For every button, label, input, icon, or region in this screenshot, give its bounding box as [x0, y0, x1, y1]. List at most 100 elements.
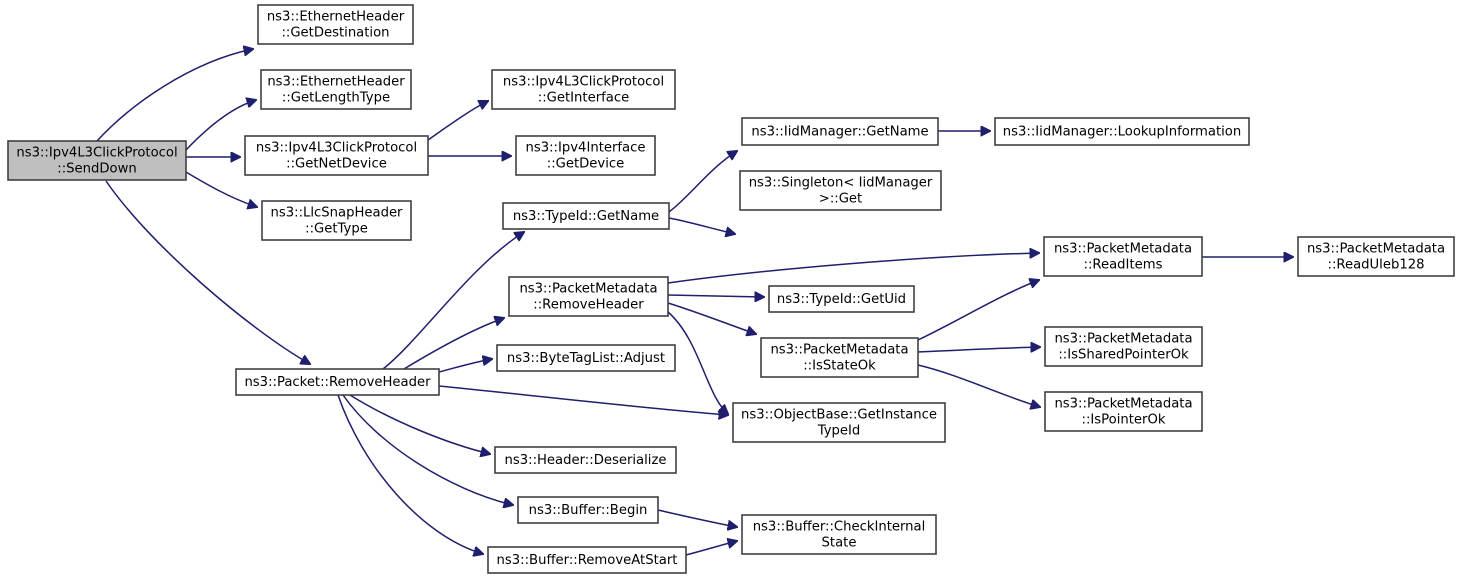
edge-pm_remove_header-to-typeid_get_uid — [667, 295, 764, 297]
node-box-pm_read_uleb128[interactable] — [1297, 236, 1455, 277]
node-box-iid_get_name[interactable] — [741, 117, 939, 146]
node-label-pm_is_state_ok: ns3::PacketMetadata — [770, 343, 908, 358]
node-label-buffer_check_internal_state: ns3::Buffer::CheckInternal — [753, 520, 926, 535]
node-box-pm_is_state_ok[interactable] — [760, 337, 919, 378]
node-box-eth_get_length_type[interactable] — [260, 69, 412, 110]
node-label-ipv4_get_device: ns3::Ipv4Interface — [525, 141, 645, 156]
edge-packet_remove_header-to-buffer_begin — [342, 394, 513, 505]
edge-layer — [96, 49, 1293, 556]
node-pm_remove_header[interactable]: ns3::PacketMetadata::RemoveHeader — [508, 276, 669, 317]
node-packet_remove_header[interactable]: ns3::Packet::RemoveHeader — [235, 368, 440, 396]
node-box-send_down[interactable] — [7, 140, 187, 181]
node-get_interface[interactable]: ns3::Ipv4L3ClickProtocol::GetInterface — [491, 69, 676, 110]
node-llc_get_type[interactable]: ns3::LlcSnapHeader::GetType — [261, 200, 412, 241]
edge-typeid_get_name-to-singleton_get — [668, 217, 735, 234]
node-label-pm_read_uleb128: ::ReadUleb128 — [1328, 258, 1425, 273]
node-box-object_base_get_instance_typeid[interactable] — [732, 402, 946, 443]
node-label-pm_remove_header: ::RemoveHeader — [533, 298, 644, 313]
node-pm_is_pointer_ok[interactable]: ns3::PacketMetadata::IsPointerOk — [1044, 391, 1203, 432]
node-buffer_begin[interactable]: ns3::Buffer::Begin — [517, 496, 659, 524]
node-box-pm_remove_header[interactable] — [508, 276, 669, 317]
edge-pm_remove_header-to-object_base_get_instance_typeid — [667, 311, 728, 414]
node-label-buffer_check_internal_state: State — [822, 536, 857, 551]
node-label-pm_read_items: ::ReadItems — [1084, 258, 1163, 273]
node-label-pm_is_shared_pointer_ok: ns3::PacketMetadata — [1054, 332, 1192, 347]
node-box-buffer_begin[interactable] — [517, 496, 659, 524]
node-label-send_down: ::SendDown — [57, 162, 136, 177]
node-label-singleton_get: ns3::Singleton< IidManager — [749, 176, 933, 191]
node-label-pm_is_pointer_ok: ns3::PacketMetadata — [1054, 397, 1192, 412]
node-label-pm_is_pointer_ok: ::IsPointerOk — [1082, 413, 1166, 428]
node-label-packet_remove_header: ns3::Packet::RemoveHeader — [244, 375, 431, 390]
node-box-llc_get_type[interactable] — [261, 200, 412, 241]
node-get_net_device[interactable]: ns3::Ipv4L3ClickProtocol::GetNetDevice — [244, 135, 429, 176]
edge-pm_is_state_ok-to-pm_read_items — [917, 280, 1039, 341]
node-pm_read_uleb128[interactable]: ns3::PacketMetadata::ReadUleb128 — [1297, 236, 1455, 277]
node-box-pm_read_items[interactable] — [1043, 236, 1203, 277]
node-box-typeid_get_name[interactable] — [502, 202, 670, 230]
edge-packet_remove_header-to-header_deserialize — [349, 394, 490, 454]
node-lookup_information[interactable]: ns3::IidManager::LookupInformation — [994, 117, 1250, 146]
node-label-ipv4_get_device: ::GetDevice — [547, 157, 625, 172]
edge-get_net_device-to-get_interface — [427, 101, 488, 141]
node-box-header_deserialize[interactable] — [494, 446, 677, 474]
edge-packet_remove_header-to-buffer_remove_at_start — [337, 394, 483, 554]
node-box-buffer_remove_at_start[interactable] — [487, 546, 687, 574]
node-label-llc_get_type: ::GetType — [305, 222, 368, 237]
node-box-eth_get_destination[interactable] — [257, 4, 414, 45]
edge-packet_remove_header-to-pm_remove_header — [403, 318, 504, 370]
node-box-get_interface[interactable] — [491, 69, 676, 110]
node-label-buffer_begin: ns3::Buffer::Begin — [529, 503, 648, 518]
node-label-typeid_get_uid: ns3::TypeId::GetUid — [777, 292, 906, 307]
node-label-get_interface: ::GetInterface — [538, 91, 629, 106]
node-box-ipv4_get_device[interactable] — [515, 135, 656, 176]
node-label-get_net_device: ::GetNetDevice — [286, 157, 387, 172]
edge-buffer_begin-to-buffer_check_internal_state — [657, 509, 737, 527]
edge-packet_remove_header-to-object_base_get_instance_typeid — [438, 385, 728, 415]
node-label-pm_read_items: ns3::PacketMetadata — [1054, 242, 1192, 257]
edge-send_down-to-eth_get_destination — [96, 49, 253, 142]
edge-buffer_remove_at_start-to-buffer_check_internal_state — [685, 541, 737, 556]
node-iid_get_name[interactable]: ns3::IidManager::GetName — [741, 117, 939, 146]
node-box-packet_remove_header[interactable] — [235, 368, 440, 396]
node-box-bytetaglist_adjust[interactable] — [496, 344, 676, 372]
edge-pm_is_state_ok-to-pm_is_shared_pointer_ok — [917, 347, 1040, 353]
node-label-buffer_remove_at_start: ns3::Buffer::RemoveAtStart — [497, 553, 678, 568]
node-typeid_get_name[interactable]: ns3::TypeId::GetName — [502, 202, 670, 230]
node-label-singleton_get: >::Get — [819, 192, 862, 207]
node-pm_is_shared_pointer_ok[interactable]: ns3::PacketMetadata::IsSharedPointerOk — [1044, 326, 1203, 367]
node-label-get_net_device: ns3::Ipv4L3ClickProtocol — [256, 141, 417, 156]
node-eth_get_length_type[interactable]: ns3::EthernetHeader::GetLengthType — [260, 69, 412, 110]
node-singleton_get[interactable]: ns3::Singleton< IidManager>::Get — [739, 170, 942, 211]
node-label-eth_get_destination: ::GetDestination — [281, 26, 389, 41]
node-bytetaglist_adjust[interactable]: ns3::ByteTagList::Adjust — [496, 344, 676, 372]
node-label-lookup_information: ns3::IidManager::LookupInformation — [1003, 125, 1241, 140]
node-buffer_remove_at_start[interactable]: ns3::Buffer::RemoveAtStart — [487, 546, 687, 574]
node-box-pm_is_pointer_ok[interactable] — [1044, 391, 1203, 432]
edge-send_down-to-eth_get_length_type — [185, 100, 256, 151]
node-eth_get_destination[interactable]: ns3::EthernetHeader::GetDestination — [257, 4, 414, 45]
node-box-pm_is_shared_pointer_ok[interactable] — [1044, 326, 1203, 367]
node-label-get_interface: ns3::Ipv4L3ClickProtocol — [503, 75, 664, 90]
node-pm_is_state_ok[interactable]: ns3::PacketMetadata::IsStateOk — [760, 337, 919, 378]
node-header_deserialize[interactable]: ns3::Header::Deserialize — [494, 446, 677, 474]
edge-packet_remove_header-to-bytetaglist_adjust — [438, 359, 492, 373]
edge-typeid_get_name-to-iid_get_name — [668, 151, 737, 213]
node-box-lookup_information[interactable] — [994, 117, 1250, 146]
edge-pm_remove_header-to-pm_is_state_ok — [667, 302, 756, 334]
node-label-object_base_get_instance_typeid: ns3::ObjectBase::GetInstance — [741, 408, 937, 423]
node-box-get_net_device[interactable] — [244, 135, 429, 176]
edge-pm_remove_header-to-pm_read_items — [667, 253, 1039, 284]
node-box-singleton_get[interactable] — [739, 170, 942, 211]
node-ipv4_get_device[interactable]: ns3::Ipv4Interface::GetDevice — [515, 135, 656, 176]
edge-send_down-to-packet_remove_header — [105, 180, 310, 364]
node-label-eth_get_length_type: ns3::EthernetHeader — [267, 75, 405, 90]
node-box-typeid_get_uid[interactable] — [768, 285, 915, 313]
node-typeid_get_uid[interactable]: ns3::TypeId::GetUid — [768, 285, 915, 313]
node-pm_read_items[interactable]: ns3::PacketMetadata::ReadItems — [1043, 236, 1203, 277]
node-send_down[interactable]: ns3::Ipv4L3ClickProtocol::SendDown — [7, 140, 187, 181]
edge-send_down-to-llc_get_type — [185, 171, 257, 207]
node-box-buffer_check_internal_state[interactable] — [741, 514, 937, 555]
